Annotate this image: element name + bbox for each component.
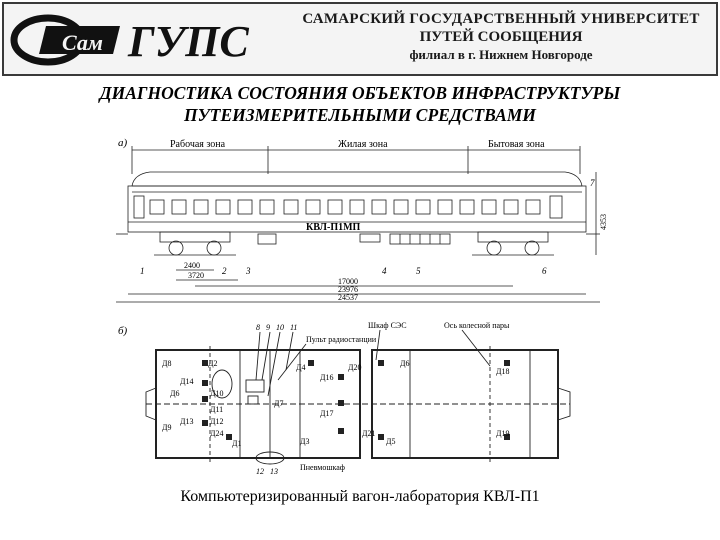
slide-caption: Компьютеризированный вагон-лаборатория К… bbox=[180, 488, 540, 505]
university-line-2: ПУТЕЙ СООБЩЕНИЯ bbox=[419, 29, 583, 45]
sensor-d4: Д4 bbox=[296, 363, 305, 372]
sensor-d2: Д2 bbox=[208, 359, 217, 368]
university-line-3: филиал в г. Нижнем Новгороде bbox=[409, 47, 593, 62]
plan-view: б) Д8 Д2 bbox=[118, 321, 571, 474]
callout-8: 8 bbox=[256, 323, 260, 332]
sensor-d16: Д16 bbox=[320, 373, 333, 382]
sensor-d7: Д7 bbox=[274, 399, 283, 408]
logo-text-left: Сам bbox=[62, 30, 103, 55]
pneumo-cabinet-label: Пневмошкаф bbox=[300, 463, 345, 472]
sensor-d3: Д3 bbox=[300, 437, 309, 446]
sensor-d19: Д19 bbox=[496, 429, 509, 438]
university-name: САМАРСКИЙ ГОСУДАРСТВЕННЫЙ УНИВЕРСИТЕТ ПУ… bbox=[290, 10, 712, 64]
callout-4: 4 bbox=[382, 266, 387, 276]
sensor-d24: Д24 bbox=[210, 429, 223, 438]
dim-24537: 24537 bbox=[338, 293, 358, 302]
sensor-d5: Д5 bbox=[386, 437, 395, 446]
sensor-d10: Д10 bbox=[210, 389, 223, 398]
bogie-left bbox=[154, 231, 236, 256]
sensor-d20: Д20 bbox=[348, 363, 361, 372]
label-b: б) bbox=[118, 325, 128, 337]
bogie-right bbox=[472, 231, 554, 256]
sensor-d6-left: Д6 bbox=[170, 389, 179, 398]
side-view: а) Рабочая зона Жилая зона Бытовая зона … bbox=[116, 137, 608, 303]
car-technical-drawing: а) Рабочая зона Жилая зона Бытовая зона … bbox=[116, 137, 608, 474]
zone-service: Бытовая зона bbox=[488, 139, 545, 150]
car-name-label: КВЛ-П1МП bbox=[306, 222, 361, 233]
car-windows bbox=[133, 195, 563, 219]
callout-1: 1 bbox=[140, 266, 145, 276]
callout-3: 3 bbox=[245, 266, 251, 276]
callout-2: 2 bbox=[222, 266, 227, 276]
dim-17000: 17000 bbox=[338, 277, 358, 286]
power-cabinet-label: Шкаф СЭС bbox=[368, 321, 407, 330]
callout-12: 12 bbox=[256, 467, 264, 474]
samgups-logo: Сам ГУПС bbox=[10, 14, 249, 66]
header-banner: Сам ГУПС САМАРСКИЙ ГОСУДАРСТВЕННЫЙ УНИВЕ… bbox=[2, 2, 718, 76]
title-line-1: ДИАГНОСТИКА СОСТОЯНИЯ ОБЪЕКТОВ ИНФРАСТРУ… bbox=[99, 83, 621, 103]
logo-text-right: ГУПС bbox=[127, 17, 249, 66]
callout-11: 11 bbox=[290, 323, 297, 332]
university-line-1: САМАРСКИЙ ГОСУДАРСТВЕННЫЙ УНИВЕРСИТЕТ bbox=[302, 11, 700, 27]
wheelset-axis-label: Ось колесной пары bbox=[444, 321, 510, 330]
callout-9: 9 bbox=[266, 323, 270, 332]
zone-work: Рабочая зона bbox=[170, 139, 226, 150]
callout-7: 7 bbox=[590, 178, 595, 188]
label-a: а) bbox=[118, 137, 128, 149]
slide-title: ДИАГНОСТИКА СОСТОЯНИЯ ОБЪЕКТОВ ИНФРАСТРУ… bbox=[0, 82, 720, 126]
sensor-d13: Д13 bbox=[180, 417, 193, 426]
radio-console-label: Пульт радиостанции bbox=[306, 335, 377, 344]
sensor-d17: Д17 bbox=[320, 409, 333, 418]
callout-10: 10 bbox=[276, 323, 284, 332]
sensor-d1: Д1 bbox=[232, 439, 241, 448]
sensor-d12: Д12 bbox=[210, 417, 223, 426]
zone-living: Жилая зона bbox=[338, 139, 388, 150]
sensor-d18: Д18 bbox=[496, 367, 509, 376]
title-line-2: ПУТЕИЗМЕРИТЕЛЬНЫМИ СРЕДСТВАМИ bbox=[184, 105, 536, 125]
callout-5: 5 bbox=[416, 266, 421, 276]
dim-23976: 23976 bbox=[338, 285, 358, 294]
sensor-d9: Д9 bbox=[162, 423, 171, 432]
dim-3720: 3720 bbox=[188, 271, 204, 280]
sensor-d14: Д14 bbox=[180, 377, 193, 386]
dim-2400: 2400 bbox=[184, 261, 200, 270]
callout-6: 6 bbox=[542, 266, 547, 276]
callout-13: 13 bbox=[270, 467, 278, 474]
height-dimension: 4353 bbox=[599, 214, 608, 230]
sensor-d11: Д11 bbox=[210, 405, 223, 414]
sensor-d21: Д21 bbox=[362, 429, 375, 438]
sensor-d8: Д8 bbox=[162, 359, 171, 368]
sensor-d6-right: Д6 bbox=[400, 359, 409, 368]
